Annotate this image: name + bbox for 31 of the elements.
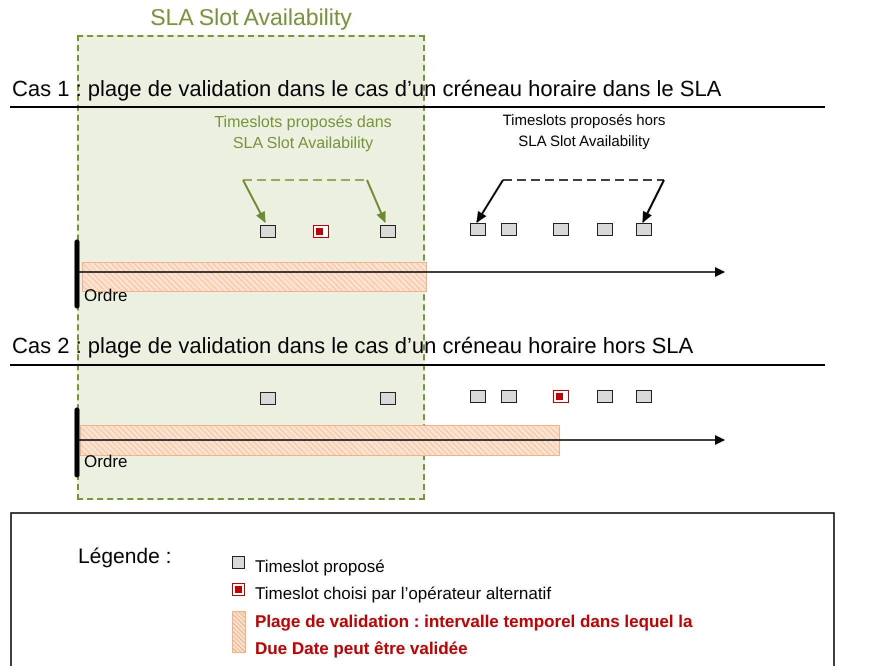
timeline-label: Ordre [84,286,128,306]
timeslot-box [597,390,613,403]
timeslot-box [380,392,396,405]
case-heading: Cas 1 : plage de validation dans le cas d’un créneau horaire dans le SLA [12,76,722,102]
chosen-timeslot-box [553,390,569,403]
leader-arrow [242,180,266,223]
timeslot-box [470,390,486,403]
legend-text: Timeslot choisi par l’opérateur alternatif [255,583,552,605]
leader-arrow [476,179,504,223]
chosen-timeslot-box [313,225,329,238]
timeslot-box [636,390,652,403]
callout-text: Timeslots proposés hors SLA Slot Availability [493,110,675,152]
timeslot-box [260,225,276,238]
timeslot-box [470,223,486,236]
case-heading: Cas 2 : plage de validation dans le cas d’un créneau horaire hors SLA [12,333,694,359]
timeslot-box [597,223,613,236]
legend-text: Timeslot proposé [255,556,385,578]
timeslot-box [380,225,396,238]
timeline-label: Ordre [84,452,128,472]
timeslot-box [501,390,517,403]
leader-arrow [366,180,386,223]
legend-heading: Légende : [78,545,172,569]
timeslot-box [501,223,517,236]
timeslot-box [553,223,569,236]
callout-text: Timeslots proposés dans SLA Slot Availability [214,112,392,154]
timeslot-box [636,223,652,236]
validation-range-bar [80,425,560,456]
legend-text: Plage de validation : intervalle temporel dans lequel la Due Date peut être validée [255,611,694,660]
band-heading: SLA Slot Availability [149,4,353,31]
leader-arrow [642,180,665,223]
timeslot-box [260,392,276,405]
